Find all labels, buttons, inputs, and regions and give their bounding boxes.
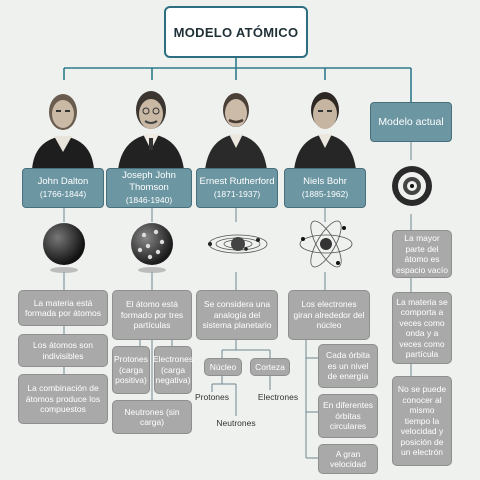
scientist-name: Niels Bohr bbox=[303, 176, 347, 187]
scientist-years: (1846-1940) bbox=[125, 195, 173, 205]
modern-model-box: Modelo actual bbox=[370, 102, 452, 142]
thomson-portrait bbox=[112, 80, 190, 170]
page-title: MODELO ATÓMICO bbox=[164, 6, 308, 58]
scientist-years: (1766-1844) bbox=[39, 189, 87, 199]
scientist-dalton: John Dalton (1766-1844) bbox=[22, 168, 104, 208]
thomson-electrons: Electrones (carga negativa) bbox=[153, 346, 193, 394]
dalton-portrait bbox=[24, 80, 102, 170]
thomson-neutrons: Neutrones (sin carga) bbox=[112, 400, 192, 434]
bohr-fact-2: En diferentes órbitas circulares bbox=[318, 394, 378, 438]
scientist-thomson: Joseph John Thomson (1846-1940) bbox=[106, 168, 192, 208]
bohr-portrait bbox=[286, 80, 364, 170]
dalton-fact-3: La combinación de átomos produce los com… bbox=[18, 374, 108, 424]
thomson-protons: Protones (carga positiva) bbox=[112, 346, 150, 394]
bohr-main: Los electrones giran alrededor del núcle… bbox=[288, 290, 370, 340]
bohr-fact-3: A gran velocidad bbox=[318, 444, 378, 474]
scientist-years: (1885-1962) bbox=[301, 189, 349, 199]
rutherford-neutrons: Neutrones bbox=[216, 418, 256, 428]
thomson-pudding-icon bbox=[131, 223, 173, 273]
rutherford-nucleus: Núcleo bbox=[204, 358, 242, 376]
dalton-fact-1: La materia está formada por átomos bbox=[18, 290, 108, 326]
modern-fact-2: La materia se comporta a veces como onda… bbox=[392, 292, 452, 364]
rutherford-main: Se considera una analogía del sistema pl… bbox=[196, 290, 278, 340]
bohr-orbit-icon bbox=[299, 220, 353, 268]
modern-fact-3: No se puede conocer al mismo tiempo la v… bbox=[392, 376, 452, 466]
electron-cloud-icon bbox=[392, 166, 432, 206]
rutherford-protons: Protones bbox=[194, 392, 230, 402]
rutherford-cortex: Corteza bbox=[250, 358, 290, 376]
scientist-years: (1871-1937) bbox=[213, 189, 261, 199]
scientist-name: Joseph John Thomson bbox=[122, 170, 176, 193]
dalton-fact-2: Los átomos son indivisibles bbox=[18, 334, 108, 367]
scientist-name: John Dalton bbox=[37, 176, 89, 187]
bohr-fact-1: Cada órbita es un nivel de energía bbox=[318, 344, 378, 388]
modern-fact-1: La mayor parte del átomo es espacio vací… bbox=[392, 230, 452, 278]
rutherford-portrait bbox=[197, 80, 275, 170]
scientist-name: Ernest Rutherford bbox=[199, 176, 275, 187]
dalton-sphere-icon bbox=[43, 223, 85, 273]
scientist-bohr: Niels Bohr (1885-1962) bbox=[284, 168, 366, 208]
thomson-main: El átomo está formado por tres partícula… bbox=[112, 290, 192, 340]
rutherford-electrons: Electrones bbox=[257, 392, 299, 402]
scientist-rutherford: Ernest Rutherford (1871-1937) bbox=[196, 168, 278, 208]
rutherford-planetary-icon bbox=[208, 234, 268, 254]
